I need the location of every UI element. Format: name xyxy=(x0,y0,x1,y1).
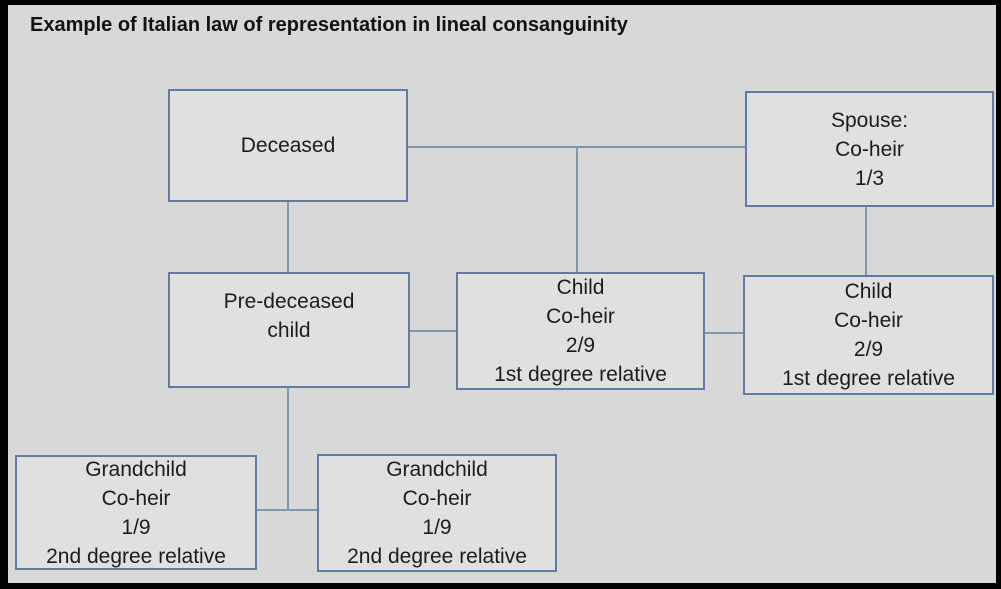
node-text-line: Co-heir xyxy=(546,305,615,328)
node-text-line: 2nd degree relative xyxy=(347,545,527,568)
node-text-line: Grandchild xyxy=(85,457,187,481)
node-predeceased-child: Pre-deceased child xyxy=(168,272,410,388)
node-spouse: Spouse: Co-heir 1/3 xyxy=(745,91,994,207)
node-text-line: Spouse: xyxy=(830,108,909,132)
node-text-line: Co-heir xyxy=(834,309,903,332)
node-grandchild-center: Grandchild Co-heir 1/9 2nd degree relati… xyxy=(317,454,557,572)
connector-grandchild-bridge xyxy=(257,509,317,511)
node-child-right: Child Co-heir 2/9 1st degree relative xyxy=(743,275,994,395)
node-text-line: Child xyxy=(556,276,605,299)
node-text-line: Pre-deceased xyxy=(223,290,355,313)
connector-predeceased-grandchildren xyxy=(287,388,289,511)
node-grandchild-left: Grandchild Co-heir 1/9 2nd degree relati… xyxy=(15,455,257,570)
node-text-line: 1/9 xyxy=(121,515,151,539)
node-text-line: 1st degree relative xyxy=(494,363,667,386)
node-text-line: Grandchild xyxy=(386,458,488,481)
node-child-middle: Child Co-heir 2/9 1st degree relative xyxy=(456,272,705,390)
node-text-line: 1/9 xyxy=(422,516,452,539)
diagram-title: Example of Italian law of representation… xyxy=(30,14,628,36)
connector-child-middle-child-right xyxy=(705,332,743,334)
node-text-line: Co-heir xyxy=(402,487,472,510)
node-text-line: 2/9 xyxy=(565,334,596,357)
connector-deceased-predeceased-child xyxy=(287,202,289,272)
connector-spouse-child-right xyxy=(865,207,867,275)
node-text-line: 2/9 xyxy=(853,338,884,361)
node-text-line: Co-heir xyxy=(101,486,171,510)
node-text-line: 1st degree relative xyxy=(782,367,955,390)
connector-deceased-child-middle xyxy=(576,146,578,272)
node-text-line: Deceased xyxy=(240,134,336,157)
node-deceased: Deceased xyxy=(168,89,408,202)
node-text-line: Co-heir xyxy=(835,137,904,161)
node-text-line: child xyxy=(267,319,311,342)
node-text-line: Child xyxy=(844,280,893,303)
connector-predeceased-child-middle xyxy=(410,330,456,332)
node-text-line: 2nd degree relative xyxy=(46,544,226,568)
node-text-line: 1/3 xyxy=(854,166,885,190)
